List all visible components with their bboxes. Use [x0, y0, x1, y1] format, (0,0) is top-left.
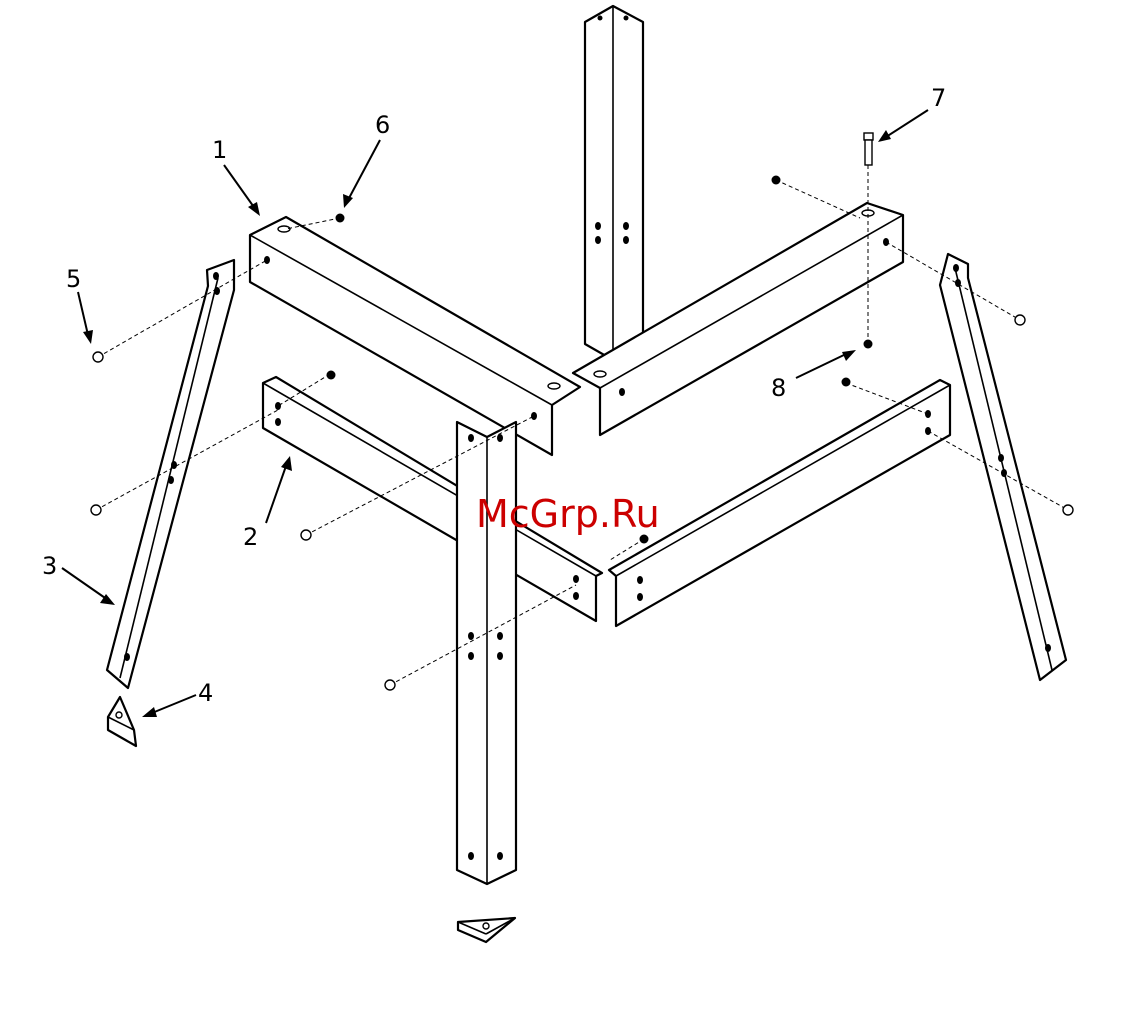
callout-2: 2: [243, 523, 258, 551]
bolt-head: [385, 680, 395, 690]
callout-3: 3: [42, 552, 57, 580]
callout-7: 7: [931, 84, 946, 112]
bolt-head: [91, 505, 101, 515]
foot-pad-left: [108, 697, 136, 746]
callout-6: 6: [375, 111, 390, 139]
lower-stretcher-right: [609, 380, 950, 626]
watermark-text: McGrp.Ru: [476, 492, 660, 536]
hex-bolt: [864, 133, 873, 165]
rear-leg: [585, 6, 643, 360]
callout-4: 4: [198, 679, 213, 707]
callout-8: 8: [771, 374, 786, 402]
callout-5: 5: [66, 265, 81, 293]
bolt-head: [93, 352, 103, 362]
bolt-head: [1063, 505, 1073, 515]
right-leg: [940, 254, 1066, 680]
bolt-head: [1015, 315, 1025, 325]
callout-1: 1: [212, 136, 227, 164]
bolt-head: [301, 530, 311, 540]
left-leg: [107, 260, 234, 688]
foot-pad-front: [458, 918, 515, 942]
